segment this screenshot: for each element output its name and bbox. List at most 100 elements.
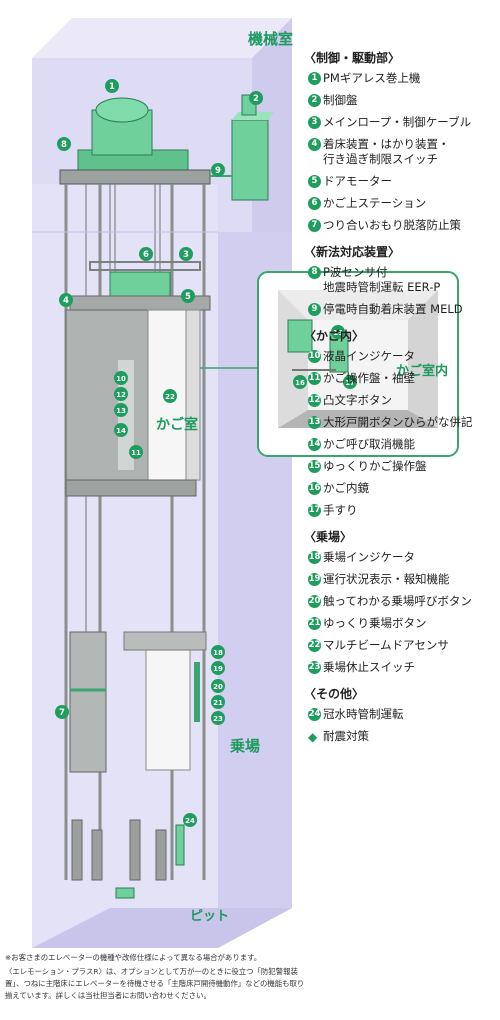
marker-4: 4 (59, 293, 73, 307)
marker-24: 24 (183, 813, 197, 827)
legend-number-badge: 8 (308, 266, 321, 279)
svg-text:4: 4 (63, 296, 69, 306)
legend-label: マルチビームドアセンサ (323, 638, 449, 652)
legend-label: 手すり (323, 503, 358, 517)
legend-label: 冠水時管制運転 (323, 707, 404, 721)
footnote-2: 〈エレモーション・プラスR〉は、オプションとして万が一のときに役立つ「防犯警報装… (5, 967, 305, 1000)
marker-16: 16 (293, 375, 307, 389)
marker-1: 1 (105, 79, 119, 93)
zone-landing: 乗場 (230, 737, 261, 755)
marker-18: 18 (211, 645, 225, 659)
marker-2: 2 (249, 91, 263, 105)
legend-section-title: 〈かご内〉 (304, 329, 365, 343)
legend-number-badge: 15 (308, 460, 321, 473)
svg-text:24: 24 (185, 817, 195, 825)
legend-number-badge: 17 (308, 504, 321, 517)
footnotes: ※お客さまのエレベーターの機種や改修仕様によって異なる場合があります。 〈エレモ… (5, 952, 305, 1004)
legend-number-badge: 1 (308, 72, 321, 85)
svg-text:23: 23 (213, 715, 223, 723)
legend-label: つり合いおもり脱落防止策 (323, 218, 461, 232)
legend-label: 制御盤 (323, 93, 358, 107)
svg-text:11: 11 (131, 449, 141, 457)
legend-label: 大形戸開ボタンひらがな併記 (323, 415, 473, 429)
marker-8: 8 (57, 137, 71, 151)
marker-13: 13 (114, 403, 128, 417)
svg-text:16: 16 (295, 379, 305, 387)
legend-label: かご内鏡 (323, 481, 369, 495)
marker-15: 15 (331, 325, 345, 339)
control-panel (231, 94, 274, 201)
svg-text:2: 2 (253, 94, 259, 104)
svg-text:13: 13 (116, 407, 126, 415)
footnote-1: ※お客さまのエレベーターの機種や改修仕様によって異なる場合があります。 (5, 953, 262, 962)
legend-number-badge: 6 (308, 197, 321, 210)
svg-text:17: 17 (345, 379, 355, 387)
marker-23: 23 (211, 711, 225, 725)
legend-number-badge: 9 (308, 303, 321, 316)
svg-text:15: 15 (333, 329, 343, 337)
svg-text:6: 6 (143, 250, 149, 260)
legend-label: 触ってわかる乗場呼びボタン (323, 594, 472, 608)
marker-7: 7 (55, 705, 69, 719)
legend-section-title: 〈新法対応装置〉 (304, 245, 401, 259)
legend-number-badge: 7 (308, 219, 321, 232)
svg-text:10: 10 (116, 375, 126, 383)
traction-machine (59, 97, 211, 185)
marker-20: 20 (211, 679, 225, 693)
legend-label: 着床装置・はかり装置・ 行き過ぎ制限スイッチ (323, 137, 450, 166)
marker-22: 22 (163, 389, 177, 403)
legend-label: 液晶インジケータ (323, 349, 415, 363)
legend-number-badge: 19 (308, 573, 321, 586)
legend-label: 耐震対策 (323, 729, 369, 743)
legend-label: ゆっくりかご操作盤 (323, 459, 427, 473)
svg-text:14: 14 (116, 427, 126, 435)
marker-12: 12 (114, 387, 128, 401)
legend-number-badge: 3 (308, 116, 321, 129)
legend-number-badge: 14 (308, 438, 321, 451)
legend-section-title: 〈乗場〉 (304, 530, 353, 544)
legend-number-badge: 10 (308, 350, 321, 363)
svg-text:7: 7 (59, 708, 65, 718)
marker-6: 6 (139, 247, 153, 261)
svg-text:12: 12 (116, 391, 126, 399)
legend-label: 凸文字ボタン (323, 393, 392, 407)
zone-car: かご室 (156, 417, 198, 433)
svg-text:21: 21 (213, 699, 223, 707)
svg-text:8: 8 (61, 140, 67, 150)
svg-text:1: 1 (109, 82, 115, 92)
legend-section-title: 〈制御・駆動部〉 (304, 51, 401, 65)
legend-number-badge: 13 (308, 416, 321, 429)
legend-number-badge: 24 (308, 708, 321, 721)
car-top-frame (69, 261, 211, 311)
legend-number-badge: 18 (308, 551, 321, 564)
marker-17: 17 (343, 375, 357, 389)
marker-10: 10 (114, 371, 128, 385)
legend-label: かご上ステーション (323, 196, 427, 210)
marker-11: 11 (129, 445, 143, 459)
counterweight (69, 631, 107, 773)
svg-text:9: 9 (215, 166, 221, 176)
legend-number-badge: 11 (308, 372, 321, 385)
legend-number-badge: 16 (308, 482, 321, 495)
